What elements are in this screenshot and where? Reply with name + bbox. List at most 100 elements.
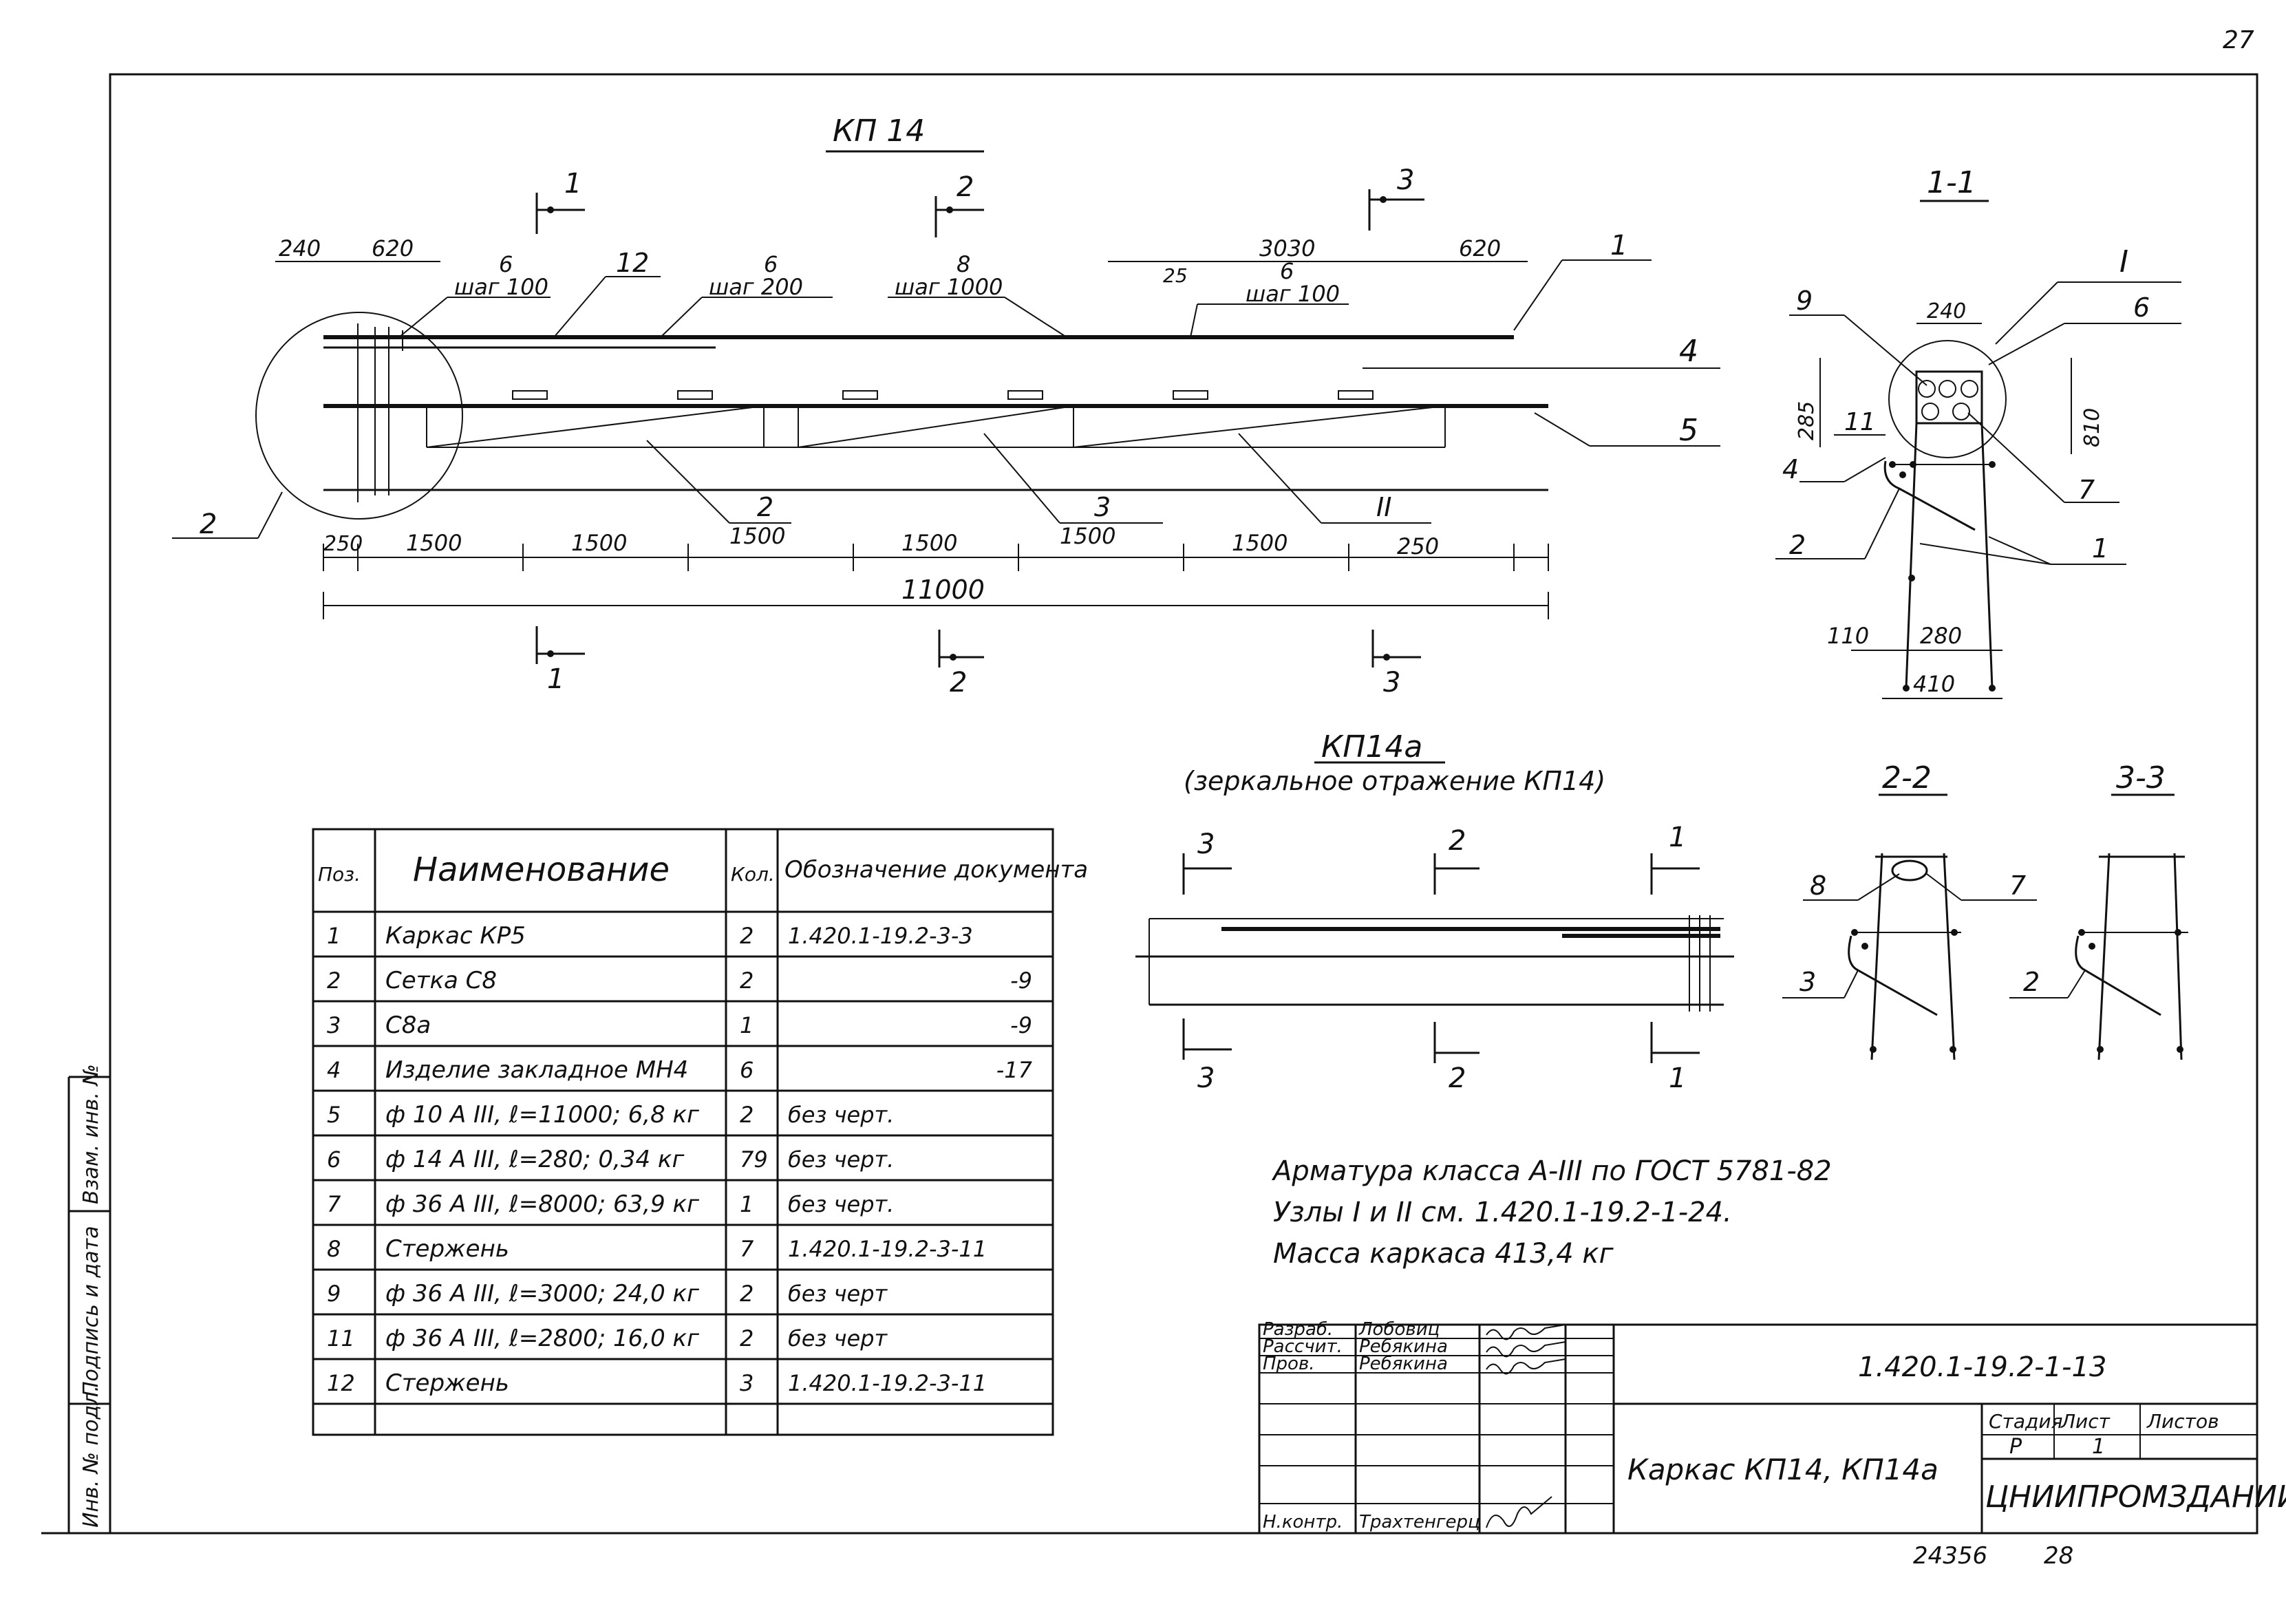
- svg-text:3: 3: [1094, 492, 1111, 522]
- sec1-callout-6: 6: [2133, 292, 2150, 323]
- svg-text:II: II: [1376, 492, 1391, 522]
- mirror-view: КП14а (зеркальное отражение КП14) 3 2 1: [1135, 729, 1734, 1094]
- callout-2-left: 2: [646, 440, 791, 524]
- embedded-items: [512, 390, 1374, 400]
- spec-cell-r10-c2: 3: [740, 1370, 754, 1396]
- bottom-dim-ticks: [323, 544, 1549, 571]
- spec-cell-r0-c1: Каркас КР5: [385, 922, 526, 950]
- svg-text:2: 2: [1449, 825, 1466, 857]
- svg-text:12: 12: [616, 248, 649, 278]
- spec-cell-r9-c0: 11: [327, 1325, 355, 1351]
- spec-cell-r6-c0: 7: [327, 1191, 341, 1217]
- table-header-pos: Поз.: [318, 863, 361, 886]
- main-view-title: КП 14: [833, 114, 925, 149]
- sec1-callout-2: 2: [1789, 530, 1806, 560]
- sheets-label: Листов: [2146, 1410, 2219, 1433]
- callout-12: 12: [553, 248, 661, 338]
- spec-cell-r4-c1: ф 10 А III, ℓ=11000; 6,8 кг: [385, 1101, 700, 1129]
- detail-circle-II: [255, 312, 463, 520]
- sheet-value: 1: [2092, 1435, 2105, 1459]
- spec-cell-r10-c1: Стержень: [385, 1369, 509, 1397]
- side-stamp: Инв. № подл. Подпись и дата Взам. инв. №: [41, 1064, 110, 1535]
- spec-cell-r3-c3: -17: [996, 1057, 1033, 1083]
- mirror-section-mark-1-top: 1: [1650, 822, 1700, 895]
- section-1-1: 1-1 240 285 810 110 280 410 9: [1775, 165, 2181, 699]
- sec1-callout-9: 9: [1796, 286, 1813, 316]
- section-2-2: 2-2 8 7 3: [1782, 760, 2037, 1060]
- callout-II: 2: [172, 491, 283, 540]
- sec1-dim-110: 110: [1827, 623, 1869, 649]
- svg-text:шаг 100: шаг 100: [1246, 281, 1340, 307]
- organization: ЦНИИПРОМЗДАНИЙ: [1985, 1478, 2286, 1515]
- side-vzam-inv: Взам. инв. №: [79, 1064, 103, 1204]
- title-role-6: Н.контр.: [1263, 1512, 1343, 1532]
- sec1-dim-285: 285: [1795, 401, 1819, 440]
- sec1-dim-240: 240: [1927, 299, 1966, 323]
- signature-3: [1486, 1358, 1566, 1375]
- spec-cell-r5-c2: 79: [740, 1146, 768, 1173]
- table-header-name: Наименование: [413, 851, 670, 889]
- spec-cell-r1-c3: -9: [1010, 968, 1032, 994]
- svg-text:3: 3: [1197, 1062, 1215, 1094]
- svg-text:1: 1: [1669, 822, 1686, 853]
- title-role-1: Рассчит.: [1263, 1336, 1343, 1357]
- signature-2: [1486, 1341, 1566, 1358]
- callout-3-main: 3: [983, 433, 1163, 524]
- spec-cell-r7-c2: 7: [740, 1236, 754, 1262]
- dim-620-left: 620: [372, 235, 414, 261]
- mirror-view-subtitle: (зеркальное отражение КП14): [1184, 766, 1605, 796]
- title-block-roles: Разраб.ЛобовицРассчит.РебякинаПров.Ребяк…: [1263, 1319, 1480, 1532]
- svg-text:шаг 200: шаг 200: [709, 274, 803, 300]
- spec-cell-r3-c0: 4: [327, 1057, 341, 1083]
- sec1-dim-410: 410: [1913, 671, 1955, 697]
- spec-cell-r4-c0: 5: [327, 1102, 341, 1128]
- title-block: 1.420.1-19.2-1-13 Каркас КП14, КП14а Ста…: [1258, 1323, 2286, 1535]
- section-2-2-title: 2-2: [1882, 760, 1932, 795]
- spec-cell-r4-c2: 2: [740, 1102, 754, 1128]
- spacing-note-4: 6 шаг 100: [1190, 258, 1349, 338]
- bottom-dim-1500-e: 1500: [1060, 523, 1115, 549]
- section-mark-2-top: 2: [934, 171, 984, 237]
- total-length: 11000: [901, 575, 985, 605]
- title-name-2: Ребякина: [1359, 1354, 1448, 1374]
- section-3-3: 3-3 2: [2009, 760, 2188, 1060]
- spec-cell-r3-c2: 6: [740, 1057, 754, 1083]
- mirror-view-title: КП14а: [1321, 729, 1422, 765]
- section-3-3-title: 3-3: [2116, 760, 2166, 795]
- note-2: Узлы I и II см. 1.420.1-19.2-1-24.: [1273, 1197, 1732, 1228]
- spec-cell-r0-c2: 2: [740, 923, 754, 949]
- sheet-label: Лист: [2060, 1410, 2111, 1433]
- title-name-6: Трахтенгерц: [1359, 1512, 1480, 1532]
- svg-text:6: 6: [499, 251, 513, 277]
- spec-cell-r5-c3: без черт.: [788, 1146, 894, 1173]
- spec-cell-r9-c1: ф 36 А III, ℓ=2800; 16,0 кг: [385, 1325, 700, 1352]
- svg-text:2: 2: [1449, 1062, 1466, 1094]
- spec-cell-r6-c1: ф 36 А III, ℓ=8000; 63,9 кг: [385, 1190, 700, 1218]
- bottom-dim-1500-d: 1500: [901, 530, 957, 556]
- table-header-doc: Обозначение документа: [784, 856, 1088, 884]
- svg-text:6: 6: [764, 251, 778, 277]
- title-name-1: Ребякина: [1359, 1336, 1448, 1357]
- sec2-callout-7: 7: [2009, 870, 2026, 901]
- svg-text:3: 3: [1383, 667, 1400, 698]
- spec-cell-r7-c1: Стержень: [385, 1235, 509, 1263]
- spec-cell-r1-c0: 2: [327, 968, 341, 994]
- title-role-0: Разраб.: [1263, 1319, 1333, 1340]
- callout-1-main: 1: [1513, 230, 1652, 331]
- svg-text:1: 1: [1610, 230, 1627, 261]
- svg-text:1: 1: [564, 168, 581, 200]
- section-mark-2-bottom: 2: [938, 630, 984, 698]
- svg-text:1: 1: [547, 663, 564, 695]
- section-mark-3-top: 3: [1368, 164, 1424, 231]
- sec1-callout-11: 11: [1844, 408, 1876, 436]
- mirror-section-mark-2-top: 2: [1433, 825, 1480, 895]
- sec1-dim-280: 280: [1920, 623, 1962, 649]
- dim-240: 240: [279, 235, 321, 261]
- spec-cell-r2-c2: 1: [740, 1012, 754, 1038]
- spec-table: Поз. Наименование Кол. Обозначение докум…: [312, 828, 1088, 1436]
- detail-circle-I: [1888, 340, 2007, 458]
- note-3: Масса каркаса 413,4 кг: [1273, 1238, 1614, 1270]
- bottom-left-code: 24356: [1913, 1542, 1987, 1570]
- spec-cell-r6-c3: без черт.: [788, 1191, 894, 1217]
- spec-cell-r10-c3: 1.420.1-19.2-3-11: [788, 1370, 987, 1396]
